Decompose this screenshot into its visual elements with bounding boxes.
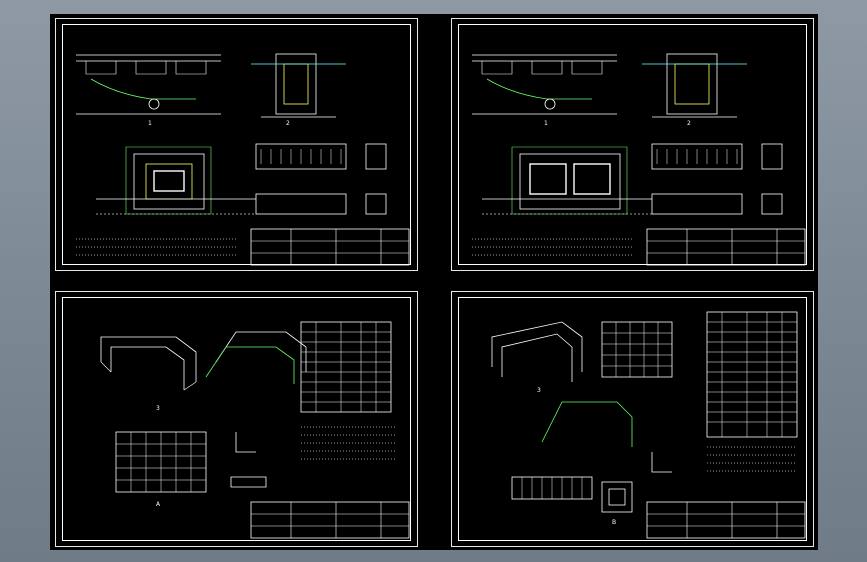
sheet-border bbox=[62, 24, 411, 265]
section-label-1: 1 bbox=[148, 120, 152, 127]
sheet-4-graphics: 3 B bbox=[491, 311, 806, 539]
drawing-sheet-3[interactable]: 3 A bbox=[55, 291, 418, 547]
drawing-canvas[interactable]: 1 2 bbox=[50, 14, 818, 550]
sheet-3-graphics: 3 A bbox=[100, 321, 410, 539]
section-label-3: 3 bbox=[537, 387, 541, 394]
section-label-b: B bbox=[612, 519, 616, 526]
sheet-2-graphics: 1 2 bbox=[472, 53, 806, 266]
section-label-a: A bbox=[156, 501, 161, 508]
sheet-border bbox=[458, 297, 807, 541]
drawing-sheet-2[interactable]: 1 2 bbox=[451, 18, 814, 271]
drawing-sheet-4[interactable]: 3 B bbox=[451, 291, 814, 547]
sheet-border bbox=[458, 24, 807, 265]
section-label-2: 2 bbox=[286, 120, 290, 127]
sheet-border bbox=[62, 297, 411, 541]
section-label-2: 2 bbox=[687, 120, 691, 127]
drawing-sheet-1[interactable]: 1 2 bbox=[55, 18, 418, 271]
section-label-1: 1 bbox=[544, 120, 548, 127]
section-label-3: 3 bbox=[156, 405, 160, 412]
sheet-1-graphics: 1 2 bbox=[76, 53, 410, 266]
